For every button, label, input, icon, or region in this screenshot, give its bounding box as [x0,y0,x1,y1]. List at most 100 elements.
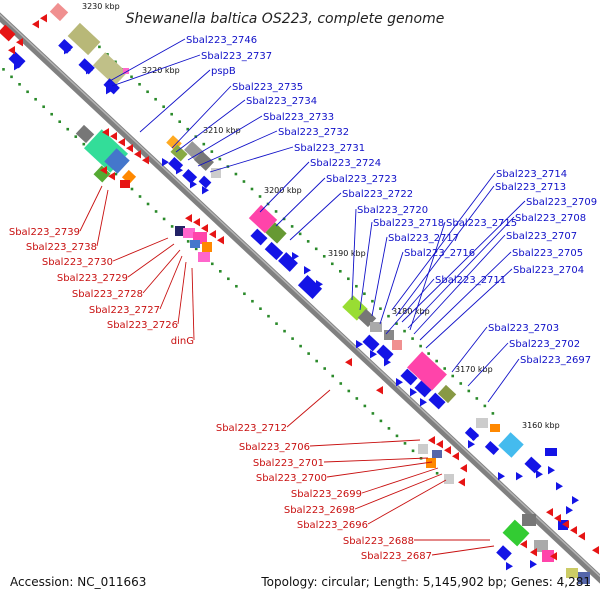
tick-dot [275,322,278,325]
plus-strand-gene-label: Sbal223_2720 [357,205,428,216]
tick-dot [322,255,326,258]
gene-block [496,545,512,561]
plus-strand-arrow [106,86,113,95]
plus-strand-arrow [536,470,543,479]
plus-label-leader [209,146,294,173]
plus-strand-gene-label: Sbal223_2697 [520,355,591,366]
plus-label-leader [175,99,246,153]
minus-strand-gene-label: Sbal223_2712 [216,423,287,434]
tick-dot [130,75,133,79]
tick-dot [186,127,190,131]
plus-strand-gene-label: Sbal223_2723 [326,174,397,185]
minus-label-leader [431,545,495,556]
tick-dot [314,247,318,251]
tick-dot [339,382,343,385]
plus-label-leader [379,251,404,325]
plus-strand-gene-label: Sbal223_2724 [310,158,381,169]
tick-dot [347,277,350,281]
minus-label-leader [361,467,439,494]
tick-dot [138,82,141,86]
tick-dot [146,90,149,94]
gene-block [248,204,278,234]
gene-block [566,568,578,578]
minus-label-leader [354,473,443,510]
minus-strand-arrow [444,446,451,455]
tick-dot [371,412,375,415]
gene-arrows [8,14,599,571]
tick-dot [403,329,406,333]
gene-block [534,540,548,552]
plus-strand-arrow [64,46,71,55]
tick-dot [291,337,294,340]
minus-strand-gene-label: Sbal223_2699 [291,489,362,500]
kbp-tick-label: 3210 kbp [203,126,241,135]
minus-strand-arrow [100,166,107,175]
minus-strand-arrow [376,386,383,395]
plus-strand-arrow [356,340,363,349]
plus-strand-arrow [396,378,403,387]
tick-dot [330,262,334,266]
plus-strand-gene-label: Sbal223_2711 [435,275,506,286]
plus-strand-gene-label: Sbal223_2732 [278,127,349,138]
kbp-tick-label: 3230 kbp [82,2,120,11]
minus-strand-arrow [193,218,200,227]
plus-label-leader [197,130,278,167]
tick-dot [162,105,165,109]
plus-strand-arrow [292,252,299,261]
gene-block [428,392,446,410]
plus-strand-arrow [202,186,209,195]
plus-strand-arrow [516,472,523,481]
gene-block [476,418,488,428]
minus-strand-arrow [16,38,23,47]
plus-strand-gene-label: Sbal223_2746 [186,35,257,46]
minus-strand-gene-label: Sbal223_2706 [239,442,310,453]
tick-dot [186,240,190,243]
gene-block [250,228,268,246]
tick-dot [162,217,166,221]
minus-strand-arrow [592,546,599,555]
tick-dot [395,434,399,438]
tick-dot [427,352,430,355]
tick-dot [235,284,238,288]
tick-dot [371,299,374,303]
tick-dot [299,344,302,348]
kbp-tick-label: 3190 kbp [328,249,366,258]
gene-block [444,474,454,484]
gene-block [265,222,287,244]
tick-dot [154,210,158,213]
plus-strand-gene-label: Sbal223_2703 [488,323,559,334]
plus-label-leader [467,342,509,387]
minus-label-leader [323,457,429,463]
tick-dot [387,314,390,318]
minus-strand-arrow [452,452,459,461]
gene-block [484,440,500,456]
tick-dot [114,172,118,176]
minus-strand-arrow [550,552,557,561]
tick-dot [34,97,37,101]
plus-label-leader [171,85,232,149]
minus-strand-arrow [554,514,561,523]
minus-label-leader [96,189,109,247]
minus-strand-arrow [142,156,149,165]
plus-strand-gene-labels: Sbal223_2746Sbal223_2737pspBSbal223_2735… [186,35,597,366]
plus-label-leader [419,251,512,341]
minus-strand-gene-label: Sbal223_2730 [42,257,113,268]
tick-dot [355,397,359,400]
minus-strand-gene-label: Sbal223_2701 [253,458,324,469]
tick-dot [18,83,21,86]
gene-block [490,424,500,432]
minus-strand-gene-label: Sbal223_2738 [26,242,97,253]
minus-label-leader [309,439,421,447]
minus-strand-gene-labels: Sbal223_2739Sbal223_2738Sbal223_2730Sbal… [9,227,432,562]
plus-strand-arrow [162,158,169,167]
plus-strand-gene-label: Sbal223_2713 [495,182,566,193]
gene-block [123,68,129,74]
minus-strand-gene-label: Sbal223_2729 [57,273,128,284]
minus-strand-gene-label: Sbal223_2727 [89,305,160,316]
kbp-tick-label: 3200 kbp [264,186,302,195]
tick-dot [435,359,438,363]
map-title: Shewanella baltica OS223, complete genom… [126,11,445,27]
plus-strand-gene-label: Sbal223_2714 [496,169,567,180]
plus-strand-gene-label: Sbal223_2716 [404,248,475,259]
gene-block [370,322,382,332]
